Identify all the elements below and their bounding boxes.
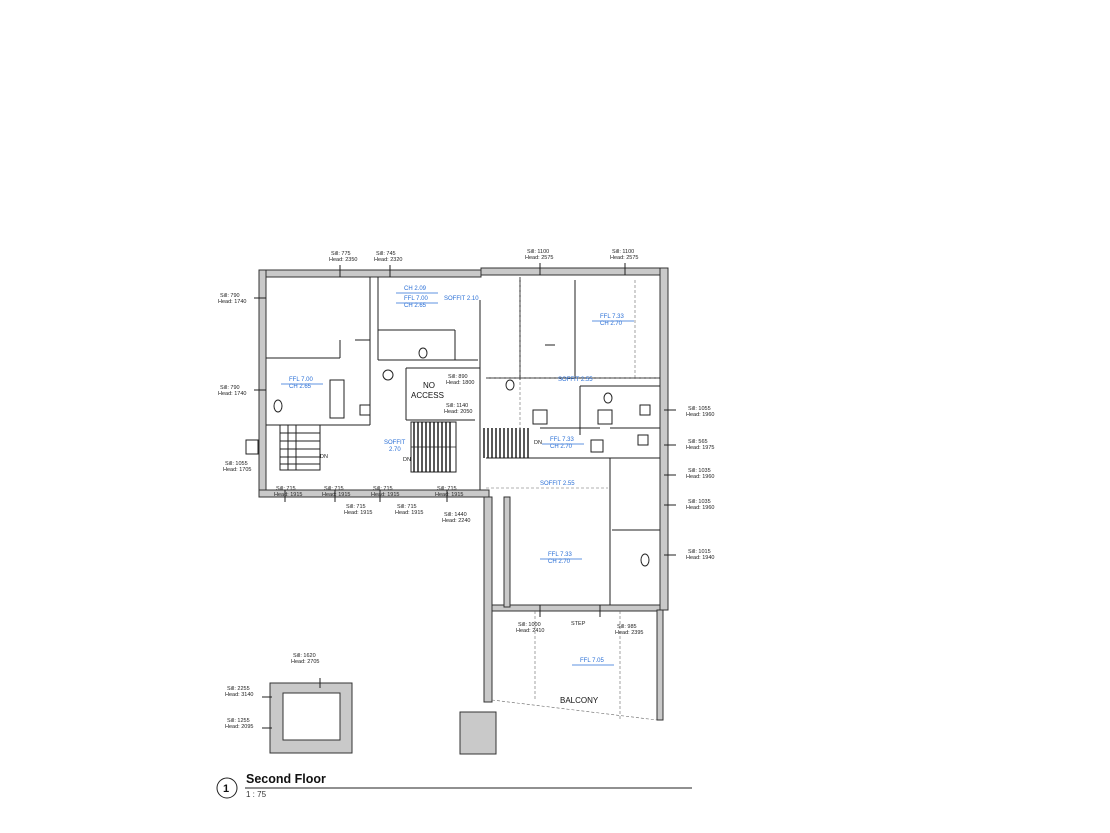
window-head-label: Head: 1960 bbox=[686, 505, 714, 511]
window-head-label: Head: 1915 bbox=[395, 510, 423, 516]
window-head-label: Head: 1940 bbox=[686, 555, 714, 561]
window-head-label: Head: 3140 bbox=[225, 692, 253, 698]
window-head-label: Head: 1915 bbox=[435, 492, 463, 498]
window-head-label: Head: 1960 bbox=[686, 412, 714, 418]
window-head-label: Head: 1915 bbox=[322, 492, 350, 498]
level-tag-line1: FFL 7.33 bbox=[600, 314, 624, 320]
no-access-label-line2: ACCESS bbox=[411, 391, 444, 400]
window-sill-label: Sill: 715 bbox=[373, 486, 393, 492]
window-head-label: Head: 1915 bbox=[371, 492, 399, 498]
drawing-number: 1 bbox=[223, 783, 229, 795]
window-head-label: Head: 2705 bbox=[291, 659, 319, 665]
window-sill-label: Sill: 1440 bbox=[444, 512, 467, 518]
drawing-title: Second Floor bbox=[246, 772, 326, 786]
level-tag-line1: CH 2.09 bbox=[404, 286, 427, 292]
staircase-centre bbox=[410, 421, 457, 473]
window-sill-label: Sill: 1255 bbox=[227, 718, 250, 724]
staircase-right bbox=[483, 428, 529, 458]
bathroom-fixtures bbox=[245, 347, 651, 567]
window-sill-label: Sill: 1015 bbox=[688, 549, 711, 555]
stair-dn-label-2: DN bbox=[403, 457, 411, 463]
window-sill-label: Sill: 775 bbox=[331, 251, 351, 257]
window-sill-label: Sill: 715 bbox=[346, 504, 366, 510]
window-sill-label: Sill: 745 bbox=[376, 251, 396, 257]
window-head-label: Head: 2575 bbox=[610, 255, 638, 261]
soffit-tag-line1: SOFFIT 2.55 bbox=[558, 377, 593, 383]
stair-dn-label-3: DN bbox=[534, 440, 542, 446]
window-sill-label: Sill: 715 bbox=[276, 486, 296, 492]
window-head-label: Head: 2410 bbox=[516, 628, 544, 634]
level-tag-line2: CH 2.65 bbox=[289, 384, 312, 390]
window-sill-label: Sill: 890 bbox=[448, 374, 468, 380]
soffit-tag-line1: SOFFIT bbox=[384, 440, 406, 446]
window-head-label: Head: 2050 bbox=[444, 409, 472, 415]
window-sill-label: Sill: 2255 bbox=[227, 686, 250, 692]
window-sill-label: Sill: 1055 bbox=[688, 406, 711, 412]
staircase-left bbox=[279, 424, 321, 471]
window-sill-label: Sill: 790 bbox=[220, 385, 240, 391]
window-sill-label: Sill: 1100 bbox=[527, 249, 549, 255]
window-head-label: Head: 2320 bbox=[374, 257, 402, 263]
step-label: STEP bbox=[571, 621, 586, 627]
soffit-tag-line1: SOFFIT 2.55 bbox=[540, 481, 575, 487]
window-head-label: Head: 1705 bbox=[223, 467, 251, 473]
window-sill-label: Sill: 1000 bbox=[518, 622, 541, 628]
level-tag-line1: FFL 7.05 bbox=[580, 658, 604, 664]
window-head-label: Head: 1740 bbox=[218, 391, 246, 397]
window-sill-label: Sill: 790 bbox=[220, 293, 240, 299]
soffit-lines bbox=[486, 277, 660, 721]
level-tag-line2: CH 2.65 bbox=[404, 303, 427, 309]
balcony-label: BALCONY bbox=[560, 696, 599, 705]
window-head-label: Head: 1960 bbox=[686, 474, 714, 480]
room-labels: NO ACCESS BALCONY STEP DN DN DN bbox=[320, 381, 599, 705]
window-sill-label: Sill: 715 bbox=[437, 486, 457, 492]
window-sill-label: Sill: 715 bbox=[324, 486, 344, 492]
window-head-label: Head: 2350 bbox=[329, 257, 357, 263]
window-head-label: Head: 2575 bbox=[525, 255, 553, 261]
tower-detail bbox=[262, 678, 353, 754]
level-tag-line1: FFL 7.33 bbox=[548, 552, 572, 558]
interior-walls bbox=[266, 277, 660, 605]
window-sill-label: Sill: 565 bbox=[688, 439, 708, 445]
window-markers bbox=[254, 263, 676, 617]
window-head-label: Head: 2095 bbox=[225, 724, 253, 730]
no-access-label-line1: NO bbox=[423, 381, 435, 390]
window-sill-label: Sill: 715 bbox=[397, 504, 417, 510]
level-tag-line1: FFL 7.00 bbox=[289, 377, 313, 383]
window-head-label: Head: 1800 bbox=[446, 380, 474, 386]
window-head-label: Head: 1915 bbox=[274, 492, 302, 498]
window-head-label: Head: 1740 bbox=[218, 299, 246, 305]
window-sill-label: Sill: 1140 bbox=[446, 403, 468, 409]
window-sill-label: Sill: 1100 bbox=[612, 249, 634, 255]
window-head-label: Head: 1975 bbox=[686, 445, 714, 451]
level-tag-line2: CH 2.70 bbox=[600, 321, 623, 327]
window-sill-label: Sill: 1035 bbox=[688, 499, 711, 505]
window-sill-label: Sill: 1035 bbox=[688, 468, 711, 474]
window-head-label: Head: 2240 bbox=[442, 518, 470, 524]
window-sill-label: Sill: 1620 bbox=[293, 653, 316, 659]
drawing-scale: 1 : 75 bbox=[246, 790, 267, 799]
window-head-label: Head: 2395 bbox=[615, 630, 643, 636]
window-head-label: Head: 1915 bbox=[344, 510, 372, 516]
level-tag-line2: CH 2.70 bbox=[550, 444, 573, 450]
window-sill-label: Sill: 985 bbox=[617, 624, 637, 630]
outer-walls bbox=[258, 267, 669, 755]
soffit-tag-line1: SOFFIT 2.10 bbox=[444, 296, 479, 302]
level-tag-line2: CH 2.70 bbox=[548, 559, 571, 565]
level-tag-line1: FFL 7.00 bbox=[404, 296, 428, 302]
title-block: 1 Second Floor 1 : 75 bbox=[216, 772, 692, 799]
soffit-tag-line2: 2.70 bbox=[389, 447, 401, 453]
level-tag-line1: FFL 7.33 bbox=[550, 437, 574, 443]
window-sill-label: Sill: 1055 bbox=[225, 461, 248, 467]
stair-dn-label-1: DN bbox=[320, 454, 328, 460]
